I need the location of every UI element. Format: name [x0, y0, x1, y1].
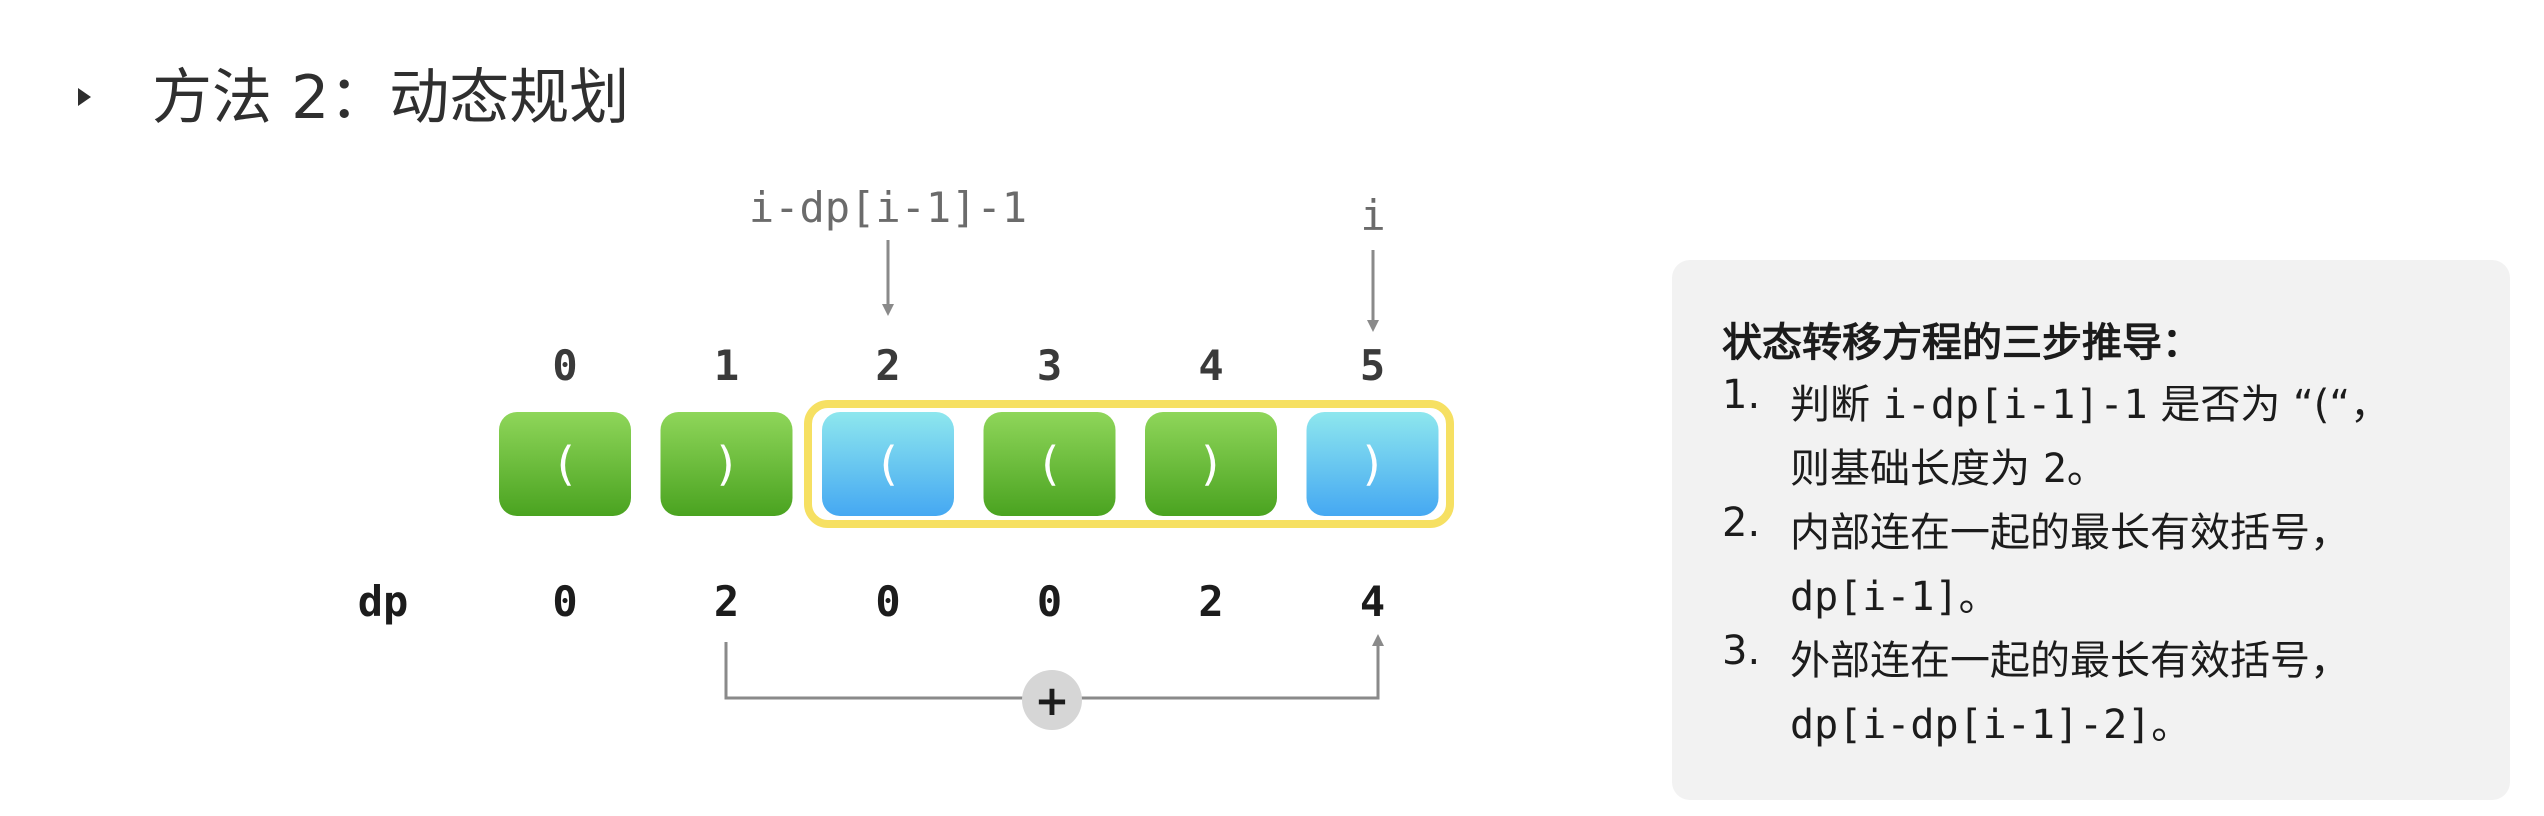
dp-value: 4	[1360, 577, 1385, 626]
dp-value: 0	[552, 577, 577, 626]
char-cell-green-box	[499, 412, 631, 516]
plus-sign: +	[1034, 676, 1069, 725]
step-3-code: dp[i-dp[i-1]-2]	[1790, 702, 2152, 748]
step-1-text-d: 。	[2066, 446, 2107, 492]
dp-value: 0	[1037, 577, 1062, 626]
step-1-text-b: 是否为 “(“，	[2147, 382, 2391, 428]
char-cell: )	[660, 412, 793, 516]
derivation-panel: 状态转移方程的三步推导： 1. 判断 i-dp[i-1]-1 是否为 “(“， …	[1672, 260, 2510, 800]
index-label: 0	[552, 341, 577, 390]
char-cell-blue-box	[1306, 412, 1439, 516]
char-cell-row: () ( ())	[499, 412, 1439, 516]
step-3-number: 3.	[1722, 628, 1761, 674]
step-3-line-1: 外部连在一起的最长有效括号，	[1790, 628, 2350, 686]
step-1-line-2: 则基础长度为 2。	[1790, 436, 2107, 494]
bracket-dp-diagram: i-dp[i-1]-1 i 0 1 2 3 4 5 () ( ()) dp 0 2 0 0 2 4 +	[358, 183, 1454, 730]
derivation-title: 状态转移方程的三步推导：	[1722, 320, 2202, 366]
char-cell: (	[822, 412, 954, 516]
heading-bullet-icon	[78, 88, 91, 106]
char-cell-symbol: )	[1359, 437, 1387, 491]
dp-value: 2	[1198, 577, 1223, 626]
char-cell: (	[983, 412, 1116, 516]
page-title: 方法 2：动态规划	[152, 63, 630, 133]
step-3-line-2: dp[i-dp[i-1]-2]。	[1790, 692, 2191, 750]
step-3-text-b: 。	[2151, 702, 2192, 748]
step-3-text-a: 外部连在一起的最长有效括号，	[1790, 638, 2350, 684]
step-1-line-1: 判断 i-dp[i-1]-1 是否为 “(“，	[1790, 372, 2390, 430]
index-label: 4	[1198, 341, 1223, 390]
step-2-line-2: dp[i-1]。	[1790, 564, 1999, 622]
char-cell-green-box	[983, 412, 1116, 516]
index-label: 1	[714, 341, 739, 390]
char-cell-green-box	[660, 412, 793, 516]
char-cell: )	[1306, 412, 1439, 516]
index-label: 2	[875, 341, 900, 390]
step-1-code: i-dp[i-1]-1	[1882, 382, 2148, 428]
plus-circle	[1022, 670, 1082, 730]
index-row: 0 1 2 3 4 5	[552, 341, 1385, 390]
step-1-number: 1.	[1722, 372, 1761, 418]
step-1-base-length: 2	[2042, 446, 2067, 492]
dp-value-row: 0 2 0 0 2 4	[552, 577, 1385, 626]
index-label: 5	[1360, 341, 1385, 390]
step-2-line-1: 内部连在一起的最长有效括号，	[1790, 500, 2350, 558]
step-2-text-b: 。	[1958, 574, 1999, 620]
char-cell-symbol: (	[1036, 437, 1064, 491]
char-cell-symbol: )	[1197, 437, 1225, 491]
valid-substring-highlight	[804, 400, 1454, 528]
dp-value: 2	[714, 577, 739, 626]
char-cell: (	[499, 412, 631, 516]
dp-value: 0	[875, 577, 900, 626]
char-cell-blue-box	[822, 412, 954, 516]
pointer-start-label: i-dp[i-1]-1	[749, 183, 1027, 232]
pointer-end-label: i	[1360, 191, 1385, 240]
step-1-text-c: 则基础长度为	[1790, 446, 2043, 492]
step-2-code: dp[i-1]	[1790, 574, 1959, 620]
step-2-text-a: 内部连在一起的最长有效括号，	[1790, 510, 2350, 556]
char-cell-symbol: (	[874, 437, 902, 491]
char-cell-symbol: )	[713, 437, 741, 491]
char-cell: )	[1145, 412, 1277, 516]
char-cell-green-box	[1145, 412, 1277, 516]
index-label: 3	[1037, 341, 1062, 390]
dp-row-label: dp	[358, 577, 409, 626]
char-cell-symbol: (	[551, 437, 579, 491]
step-1-text-a: 判断	[1790, 382, 1883, 428]
step-2-number: 2.	[1722, 500, 1761, 546]
